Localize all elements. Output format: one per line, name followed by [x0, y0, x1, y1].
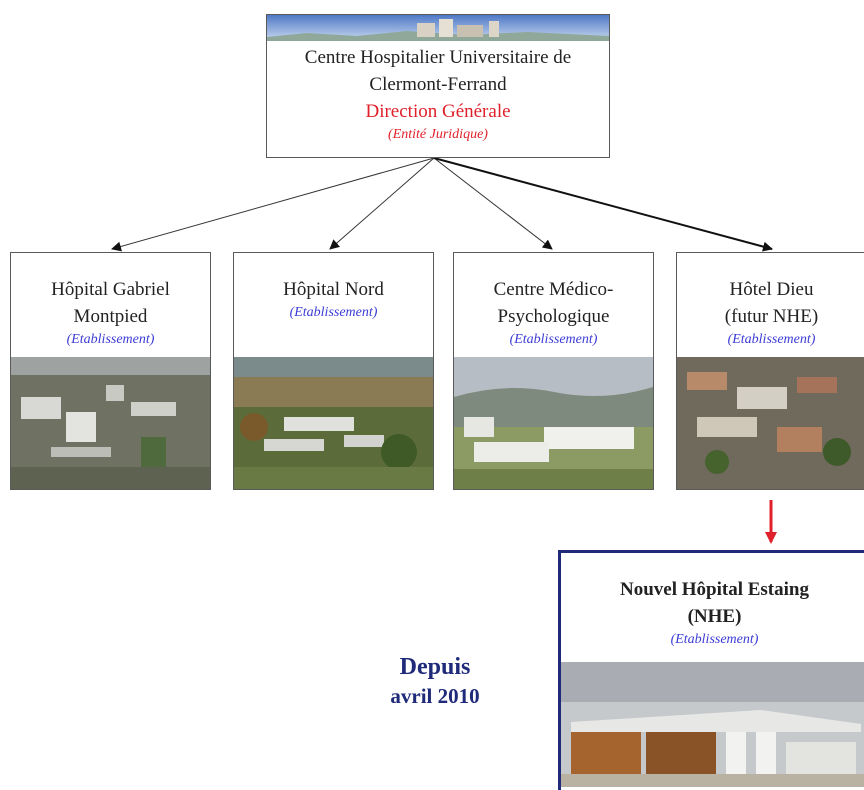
box-title-line2: (futur NHE)	[724, 306, 819, 327]
box-title-line1: Centre Médico-	[493, 279, 614, 300]
box-type: (Etablissement)	[727, 332, 816, 347]
nhe-title-line2: (NHE)	[687, 606, 742, 627]
photo-hopital-nord	[234, 357, 433, 489]
photo-hotel-dieu	[677, 357, 864, 489]
root-entity-type: (Entité Juridique)	[388, 127, 488, 142]
photo-nouvel-hopital-estaing	[561, 662, 864, 787]
connector-to-gabriel-montpied	[111, 157, 435, 252]
since-label: Depuis avril 2010	[340, 652, 530, 710]
box-hopital-gabriel-montpied: Hôpital Gabriel Montpied (Etablissement)	[10, 252, 211, 490]
root-name-line2: Clermont-Ferrand	[369, 74, 507, 95]
box-type: (Etablissement)	[66, 332, 155, 347]
box-title-line1: Hôpital Nord	[283, 279, 384, 300]
root-direction: Direction Générale	[365, 101, 511, 122]
box-title-line2: Montpied	[73, 306, 148, 327]
connector-to-hopital-nord	[329, 157, 435, 250]
photo-gabriel-montpied	[11, 357, 210, 489]
box-nouvel-hopital-estaing: Nouvel Hôpital Estaing (NHE) (Etablissem…	[558, 550, 864, 790]
root-name-line1: Centre Hospitalier Universitaire de	[304, 47, 572, 68]
since-line2: avril 2010	[390, 684, 480, 708]
box-hopital-nord: Hôpital Nord (Etablissement)	[233, 252, 434, 490]
box-title-line2: Psychologique	[497, 306, 610, 327]
since-line1: Depuis	[399, 654, 471, 680]
box-title-line1: Hôtel Dieu	[729, 279, 814, 300]
photo-centre-medico	[454, 357, 653, 489]
nhe-title-line1: Nouvel Hôpital Estaing	[620, 579, 809, 600]
box-hotel-dieu: Hôtel Dieu (futur NHE) (Etablissement)	[676, 252, 864, 490]
nhe-type: (Etablissement)	[670, 632, 759, 647]
root-box-chu: Centre Hospitalier Universitaire de Cler…	[266, 14, 610, 158]
box-title-line1: Hôpital Gabriel	[51, 279, 170, 300]
connector-to-hotel-dieu	[433, 157, 773, 252]
box-type: (Etablissement)	[509, 332, 598, 347]
hospital-banner-image	[267, 15, 609, 41]
connector-to-centre-medico	[433, 157, 553, 250]
box-centre-medico-psychologique: Centre Médico- Psychologique (Etablissem…	[453, 252, 654, 490]
box-type: (Etablissement)	[289, 305, 378, 320]
